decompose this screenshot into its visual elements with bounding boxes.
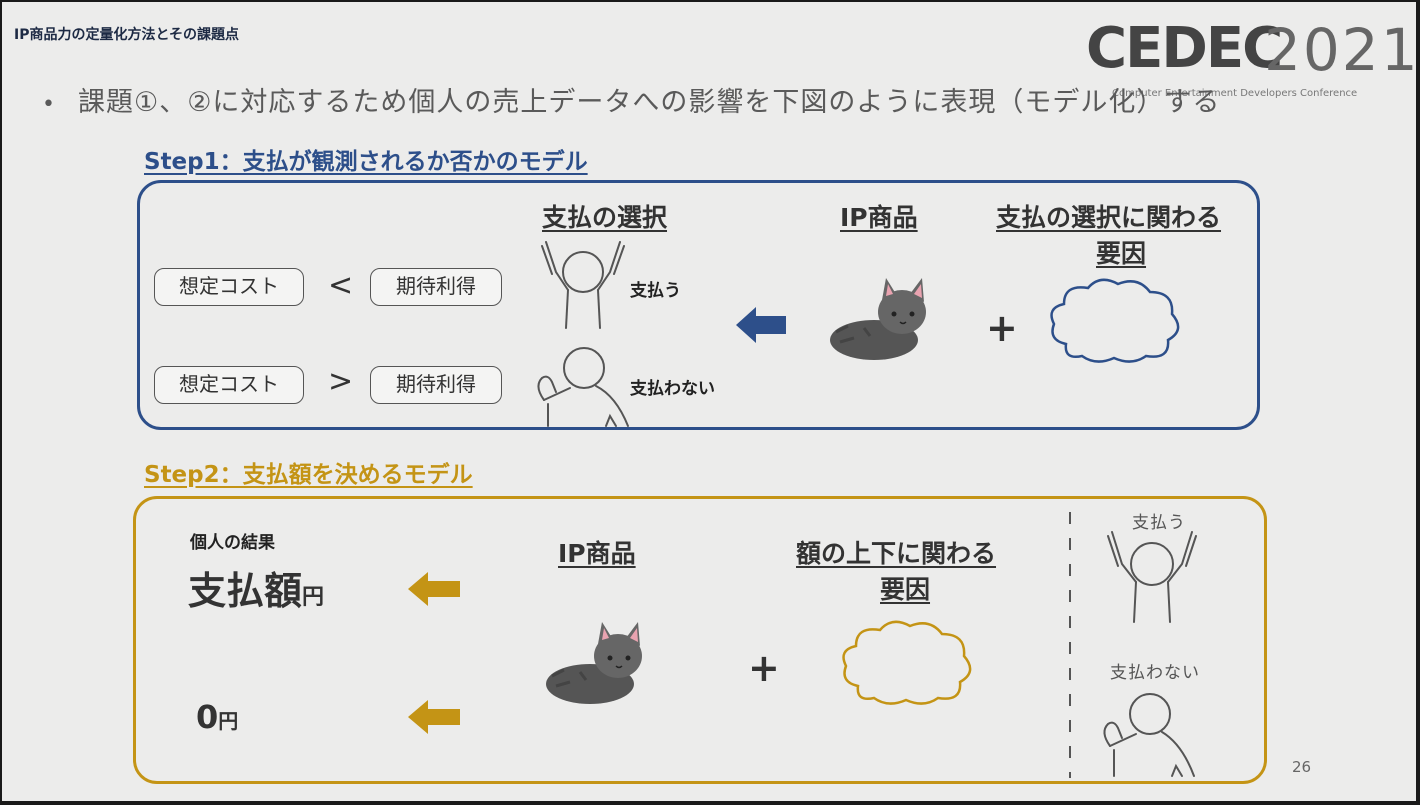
zero-text: 0 [196, 698, 219, 736]
person-waving-icon [537, 347, 629, 427]
step2-factor-heading: 額の上下に関わる [796, 539, 997, 568]
payment-amount: 支払額円 [188, 560, 324, 615]
page-title: IP商品力の定量化方法とその課題点 [14, 27, 240, 43]
step1-factor-heading: 支払の選択に関わる [996, 203, 1222, 232]
step1-box [137, 180, 1260, 430]
dashed-divider [1069, 512, 1071, 778]
expected-gain-pill-2: 期待利得 [370, 366, 502, 404]
less-than-sign: < [328, 268, 354, 303]
plus-sign: + [748, 646, 780, 690]
expected-cost-pill-2: 想定コスト [154, 366, 304, 404]
cloud-icon [1050, 278, 1180, 363]
bullet-text: 課題①、②に対応するため個人の売上データへの影響を下図のように表現（モデル化）す… [77, 87, 1221, 118]
page-number: 26 [1292, 758, 1312, 776]
zero-amount: 0円 [196, 698, 238, 736]
cat-icon [546, 622, 642, 704]
zero-yen-unit: 円 [218, 709, 239, 733]
arrow-left-icon [408, 572, 460, 606]
cloud-icon [842, 620, 972, 705]
payment-amount-text: 支払額 [188, 569, 303, 613]
step2-title: Step2：支払額を決めるモデル [144, 462, 473, 488]
bullet-point: • 課題①、②に対応するため個人の売上データへの影響を下図のように表現（モデル化）… [42, 80, 1220, 119]
greater-than-sign: > [328, 364, 354, 399]
step2-box [133, 496, 1267, 784]
person-arms-up-icon [541, 241, 625, 329]
arrow-left-icon [736, 307, 786, 343]
side-not-pay-label: 支払わない [1110, 663, 1200, 683]
step1-choice-heading: 支払の選択 [542, 203, 668, 232]
result-label: 個人の結果 [190, 533, 275, 553]
side-pay-label: 支払う [1132, 513, 1186, 533]
bullet-dot: • [42, 92, 56, 117]
expected-cost-pill-1: 想定コスト [154, 268, 304, 306]
yen-unit: 円 [302, 585, 325, 610]
step2-factor-heading-2: 要因 [880, 575, 931, 604]
not-pay-label: 支払わない [630, 379, 715, 399]
step1-factor-heading-2: 要因 [1096, 239, 1147, 268]
step1-title: Step1：支払が観測されるか否かのモデル [144, 149, 588, 175]
step1-ip-heading: IP商品 [840, 203, 918, 232]
logo-brand: CEDEC [1086, 16, 1283, 81]
person-arms-up-icon [1107, 531, 1197, 623]
step2-ip-heading: IP商品 [558, 539, 636, 568]
plus-sign: + [986, 306, 1018, 350]
pay-label: 支払う [630, 281, 681, 301]
logo-subtitle: Computer Entertainment Developers Confer… [1112, 88, 1358, 99]
logo-year: 2021 [1264, 16, 1416, 84]
cat-icon [830, 278, 926, 360]
person-waving-icon [1103, 693, 1195, 777]
expected-gain-pill-1: 期待利得 [370, 268, 502, 306]
arrow-left-icon [408, 700, 460, 734]
